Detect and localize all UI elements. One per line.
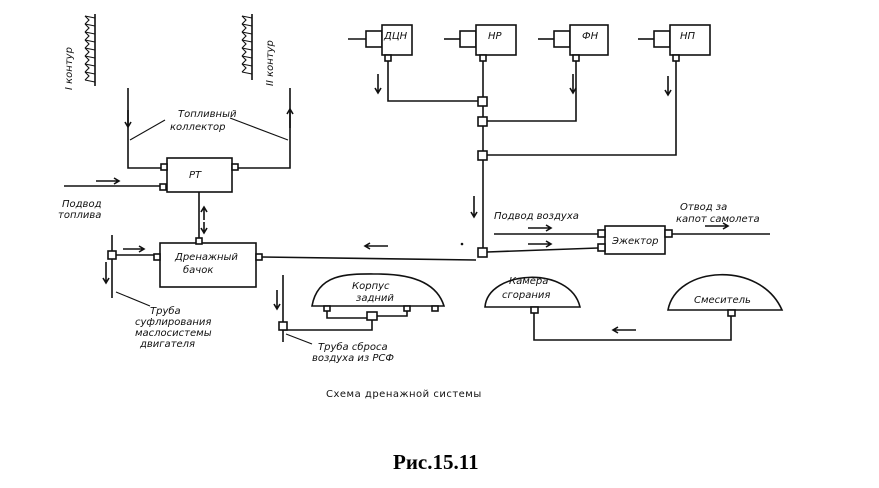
arrow-down-icon [374, 74, 382, 95]
figure-label: Рис.15.11 [393, 450, 479, 474]
fuel-supply-label-line2: топлива [58, 210, 101, 221]
arrow-down-icon [273, 290, 281, 311]
drain-tank-box [159, 242, 257, 288]
arrow-right-icon [123, 245, 146, 253]
pump-fn [538, 24, 609, 62]
pump-dcn-label: ДЦН [383, 31, 408, 42]
arrow-right-icon [528, 240, 553, 248]
arrow-down-icon [569, 74, 577, 95]
fuel-manifold-label-line2: коллектор [170, 122, 225, 133]
arrow-left-icon [611, 326, 636, 334]
oil-drain-label-line3: маслосистемы [135, 328, 212, 339]
circuit1-label: I контур [64, 47, 75, 90]
arrow-right-icon [528, 224, 553, 232]
air-outlet-label-line2: капот самолета [676, 214, 760, 225]
pump-np-label: НП [680, 31, 696, 42]
mixer-label: Смеситель [694, 295, 751, 306]
fuel-regulator-label: РТ [189, 170, 202, 181]
arrow-down-icon [664, 76, 672, 97]
arrow-down-icon [124, 110, 132, 129]
arrow-right-icon [705, 222, 730, 230]
double-arrow-icon [200, 205, 208, 235]
fuel-regulator-box [166, 157, 233, 193]
manifold-circuit2 [241, 14, 253, 80]
pump-fn-label: ФН [582, 31, 599, 42]
manifold-circuit1 [84, 14, 96, 86]
rsf-pipe-label-line1: Труба сброса [318, 341, 388, 353]
oil-drain-label-line4: двигателя [139, 339, 195, 350]
diagram-caption: Схема дренажной системы [326, 389, 482, 400]
combustion-chamber-label-line2: сгорания [502, 290, 550, 301]
air-supply-label: Подвод воздуха [494, 211, 579, 222]
oil-drain-label-line2: суфлирования [135, 317, 211, 328]
ejector-label: Эжектор [611, 236, 658, 247]
circuit2-label: II контур [265, 40, 276, 86]
arrow-up-icon [286, 107, 294, 128]
arrow-down-icon [470, 196, 478, 219]
air-outlet-label-line1: Отвод за [680, 202, 727, 213]
arrow-left-icon [363, 242, 388, 250]
arrow-right-icon [96, 177, 121, 185]
rsf-pipe-label-line2: воздуха из РСФ [312, 353, 394, 364]
oil-drain-label-line1: Труба [150, 305, 181, 317]
fuel-manifold-label-line1: Топливный [178, 109, 237, 120]
rear-casing-label-line2: задний [356, 293, 394, 304]
rear-casing-label-line1: Корпус [352, 281, 390, 292]
drain-tank-label-line1: Дренажный [174, 252, 238, 263]
pump-np [638, 24, 711, 62]
drain-tank-label-line2: бачок [183, 264, 213, 276]
ejector-box [604, 225, 666, 255]
pump-nr [444, 24, 517, 62]
pump-nr-label: НР [488, 31, 503, 42]
combustion-chamber-label-line1: Камера [509, 276, 548, 287]
arrow-down-icon [102, 262, 110, 285]
fuel-supply-label-line1: Подвод [62, 199, 102, 210]
